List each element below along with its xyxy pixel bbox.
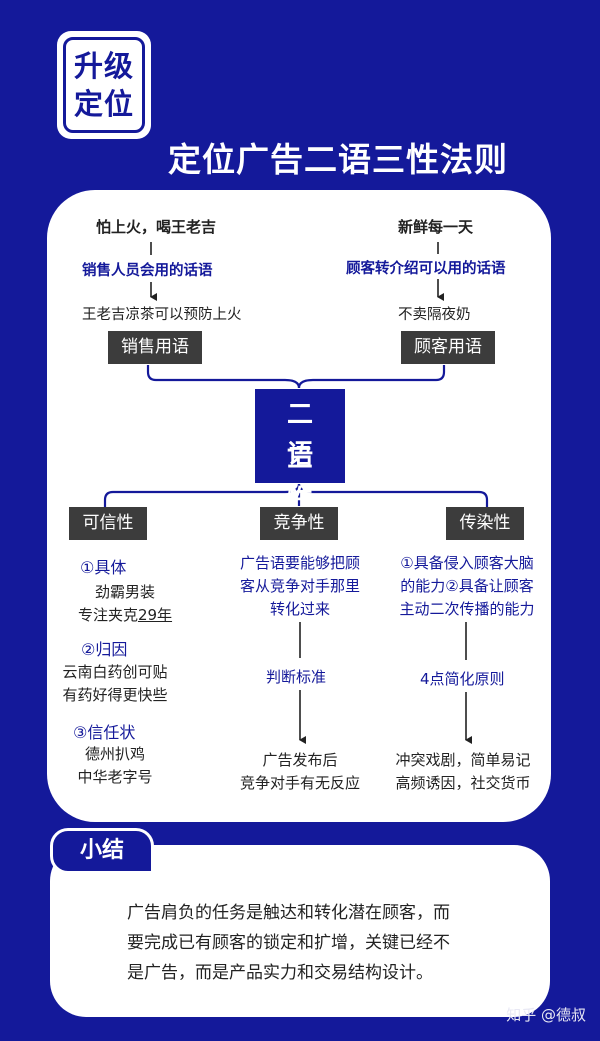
page-title: 定位广告二语三性法则 — [168, 140, 508, 179]
summary-line-1: 广告肩负的任务是触达和转化潜在顾客，而 — [127, 903, 450, 923]
credibility-item-1-line-1: 劲霸男装 — [94, 583, 155, 601]
badge-line-2: 定位 — [73, 87, 134, 121]
credibility-item-2-title: ②归因 — [81, 640, 128, 659]
contagious-box: 传染性 — [446, 507, 524, 540]
badge-line-1: 升级 — [73, 49, 134, 83]
credibility-item-1-years: 29年 — [137, 606, 173, 624]
summary-line-2: 要完成已有顾客的锁定和扩增，关键已经不 — [127, 933, 450, 953]
credibility-box: 可信性 — [69, 507, 147, 540]
credibility-item-1-text: 劲霸男装 专注夹克29年 — [60, 581, 190, 627]
level-badge: 升级 定位 — [57, 31, 151, 139]
competitive-result: 广告发布后 竞争对手有无反应 — [225, 749, 375, 795]
top-bracket-left — [146, 365, 301, 389]
competitive-desc-line-3: 转化过来 — [269, 600, 330, 618]
credibility-item-3-text: 德州扒鸡 中华老字号 — [52, 743, 178, 789]
bottom-bracket-right — [297, 483, 489, 509]
sales-language-box: 销售用语 — [108, 331, 202, 364]
contagious-principle: 4点简化原则 — [420, 670, 505, 688]
center-box: 二语 三性 — [255, 389, 345, 514]
credibility-item-3-title: ③信任状 — [73, 723, 136, 742]
left-quote: 怕上火，喝王老吉 — [96, 218, 217, 236]
left-mid-label: 销售人员会用的话语 — [82, 263, 213, 279]
right-quote: 新鲜每一天 — [398, 218, 474, 236]
competitive-description: 广告语要能够把顾 客从竞争对手那里 转化过来 — [230, 552, 370, 621]
summary-text: 广告肩负的任务是触达和转化潜在顾客，而 要完成已有顾客的锁定和扩增，关键已经不 … — [127, 898, 507, 988]
top-bracket-right — [297, 365, 446, 389]
competitive-criterion: 判断标准 — [266, 668, 327, 686]
credibility-item-3-line-1: 德州扒鸡 — [84, 745, 145, 763]
center-line-2: 三性 — [286, 444, 327, 514]
left-bottom-text: 王老吉凉茶可以预防上火 — [82, 307, 242, 323]
credibility-item-2-line-1: 云南白药创可贴 — [62, 663, 168, 681]
bottom-bracket-left — [103, 483, 301, 509]
contagious-desc-line-2: 的能力②具备让顾客 — [400, 577, 534, 595]
contagious-result-line-1: 冲突戏剧，简单易记 — [395, 751, 531, 769]
credibility-item-1-title: ①具体 — [80, 558, 127, 577]
credibility-item-2-line-2: 有药好得更快些 — [62, 686, 168, 704]
competitive-result-line-1: 广告发布后 — [262, 751, 338, 769]
right-mid-label: 顾客转介绍可以用的话语 — [346, 261, 506, 277]
credibility-item-1-prefix: 专注夹克 — [77, 606, 138, 624]
competitive-desc-line-2: 客从竞争对手那里 — [239, 577, 360, 595]
customer-language-box: 顾客用语 — [401, 331, 495, 364]
competitive-result-line-2: 竞争对手有无反应 — [239, 774, 360, 792]
contagious-description: ①具备侵入顾客大脑 的能力②具备让顾客 主动二次传播的能力 — [392, 552, 542, 621]
competitive-desc-line-1: 广告语要能够把顾 — [239, 554, 360, 572]
summary-line-3: 是广告，而是产品实力和交易结构设计。 — [127, 963, 433, 983]
right-bottom-text: 不卖隔夜奶 — [398, 307, 471, 323]
contagious-desc-line-3: 主动二次传播的能力 — [399, 600, 535, 618]
contagious-result-line-2: 高频诱因，社交货币 — [395, 774, 531, 792]
center-line-1: 二语 — [286, 400, 327, 470]
contagious-result: 冲突戏剧，简单易记 高频诱因，社交货币 — [388, 749, 538, 795]
summary-tab: 小结 — [50, 828, 154, 874]
credibility-item-1-line-2: 专注夹克29年 — [60, 604, 190, 627]
competitive-box: 竞争性 — [260, 507, 338, 540]
watermark: 知乎 @德叔 — [506, 1006, 586, 1024]
credibility-item-3-line-2: 中华老字号 — [77, 768, 153, 786]
credibility-item-2-text: 云南白药创可贴 有药好得更快些 — [52, 661, 178, 707]
contagious-desc-line-1: ①具备侵入顾客大脑 — [400, 554, 534, 572]
